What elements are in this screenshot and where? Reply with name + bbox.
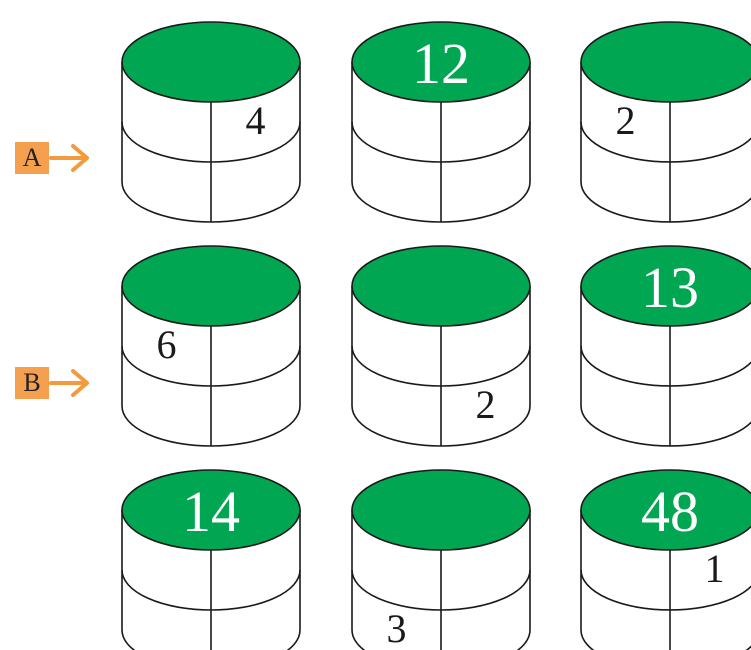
row-label-b: B (15, 367, 49, 399)
cylinder-top-value: 12 (412, 31, 470, 96)
cylinder-5: 2 (351, 245, 531, 447)
cylinder-top-value: 48 (641, 479, 699, 544)
cylinder-lid (351, 21, 531, 103)
cylinder-lid (580, 245, 751, 327)
cylinder-cell-bl: 3 (387, 606, 407, 650)
cylinder-cell-tl: 6 (157, 322, 177, 367)
arrow-a-icon (49, 142, 97, 174)
cylinder-lid (580, 21, 751, 103)
cylinder-cell-tr: 4 (246, 98, 266, 143)
cylinder-2: 12 (351, 21, 531, 223)
cylinder-lid (121, 245, 301, 327)
cylinder-lid (580, 469, 751, 551)
cylinder-top-value: 14 (182, 479, 240, 544)
cylinder-lid (351, 469, 531, 551)
cylinder-lid (121, 21, 301, 103)
arrow-b-icon (49, 367, 97, 399)
cylinder-9: 481 (580, 469, 751, 650)
cylinder-7: 14 (121, 469, 301, 650)
cylinder-1: 4 (121, 21, 301, 223)
cylinder-6: 13 (580, 245, 751, 447)
cylinder-cell-tr: 1 (705, 546, 725, 591)
cylinder-8: 3 (351, 469, 531, 650)
cylinder-lid (121, 469, 301, 551)
row-label-a: A (15, 142, 49, 174)
cylinder-cell-br: 2 (476, 382, 496, 427)
cylinder-top-value: 13 (641, 255, 699, 320)
cylinder-3: 2 (580, 21, 751, 223)
cylinder-cell-tl: 2 (616, 98, 636, 143)
cylinder-lid (351, 245, 531, 327)
cylinder-4: 6 (121, 245, 301, 447)
